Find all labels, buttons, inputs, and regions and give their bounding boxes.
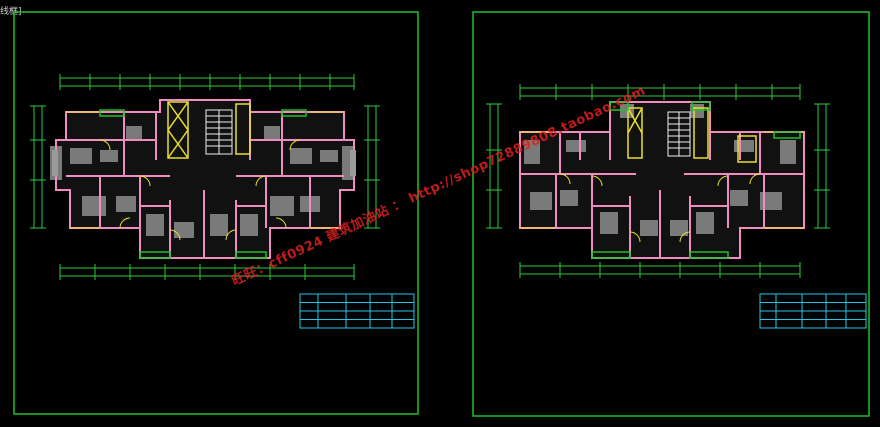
sheet-frame-right [472, 11, 870, 417]
sheet-frame-left [13, 11, 419, 415]
floor-plan-left [30, 74, 380, 280]
floor-plan-right [486, 84, 830, 278]
title-block-right [759, 293, 867, 329]
viewport-style-label[interactable]: 线框] [0, 7, 22, 17]
title-block-left [299, 293, 415, 329]
